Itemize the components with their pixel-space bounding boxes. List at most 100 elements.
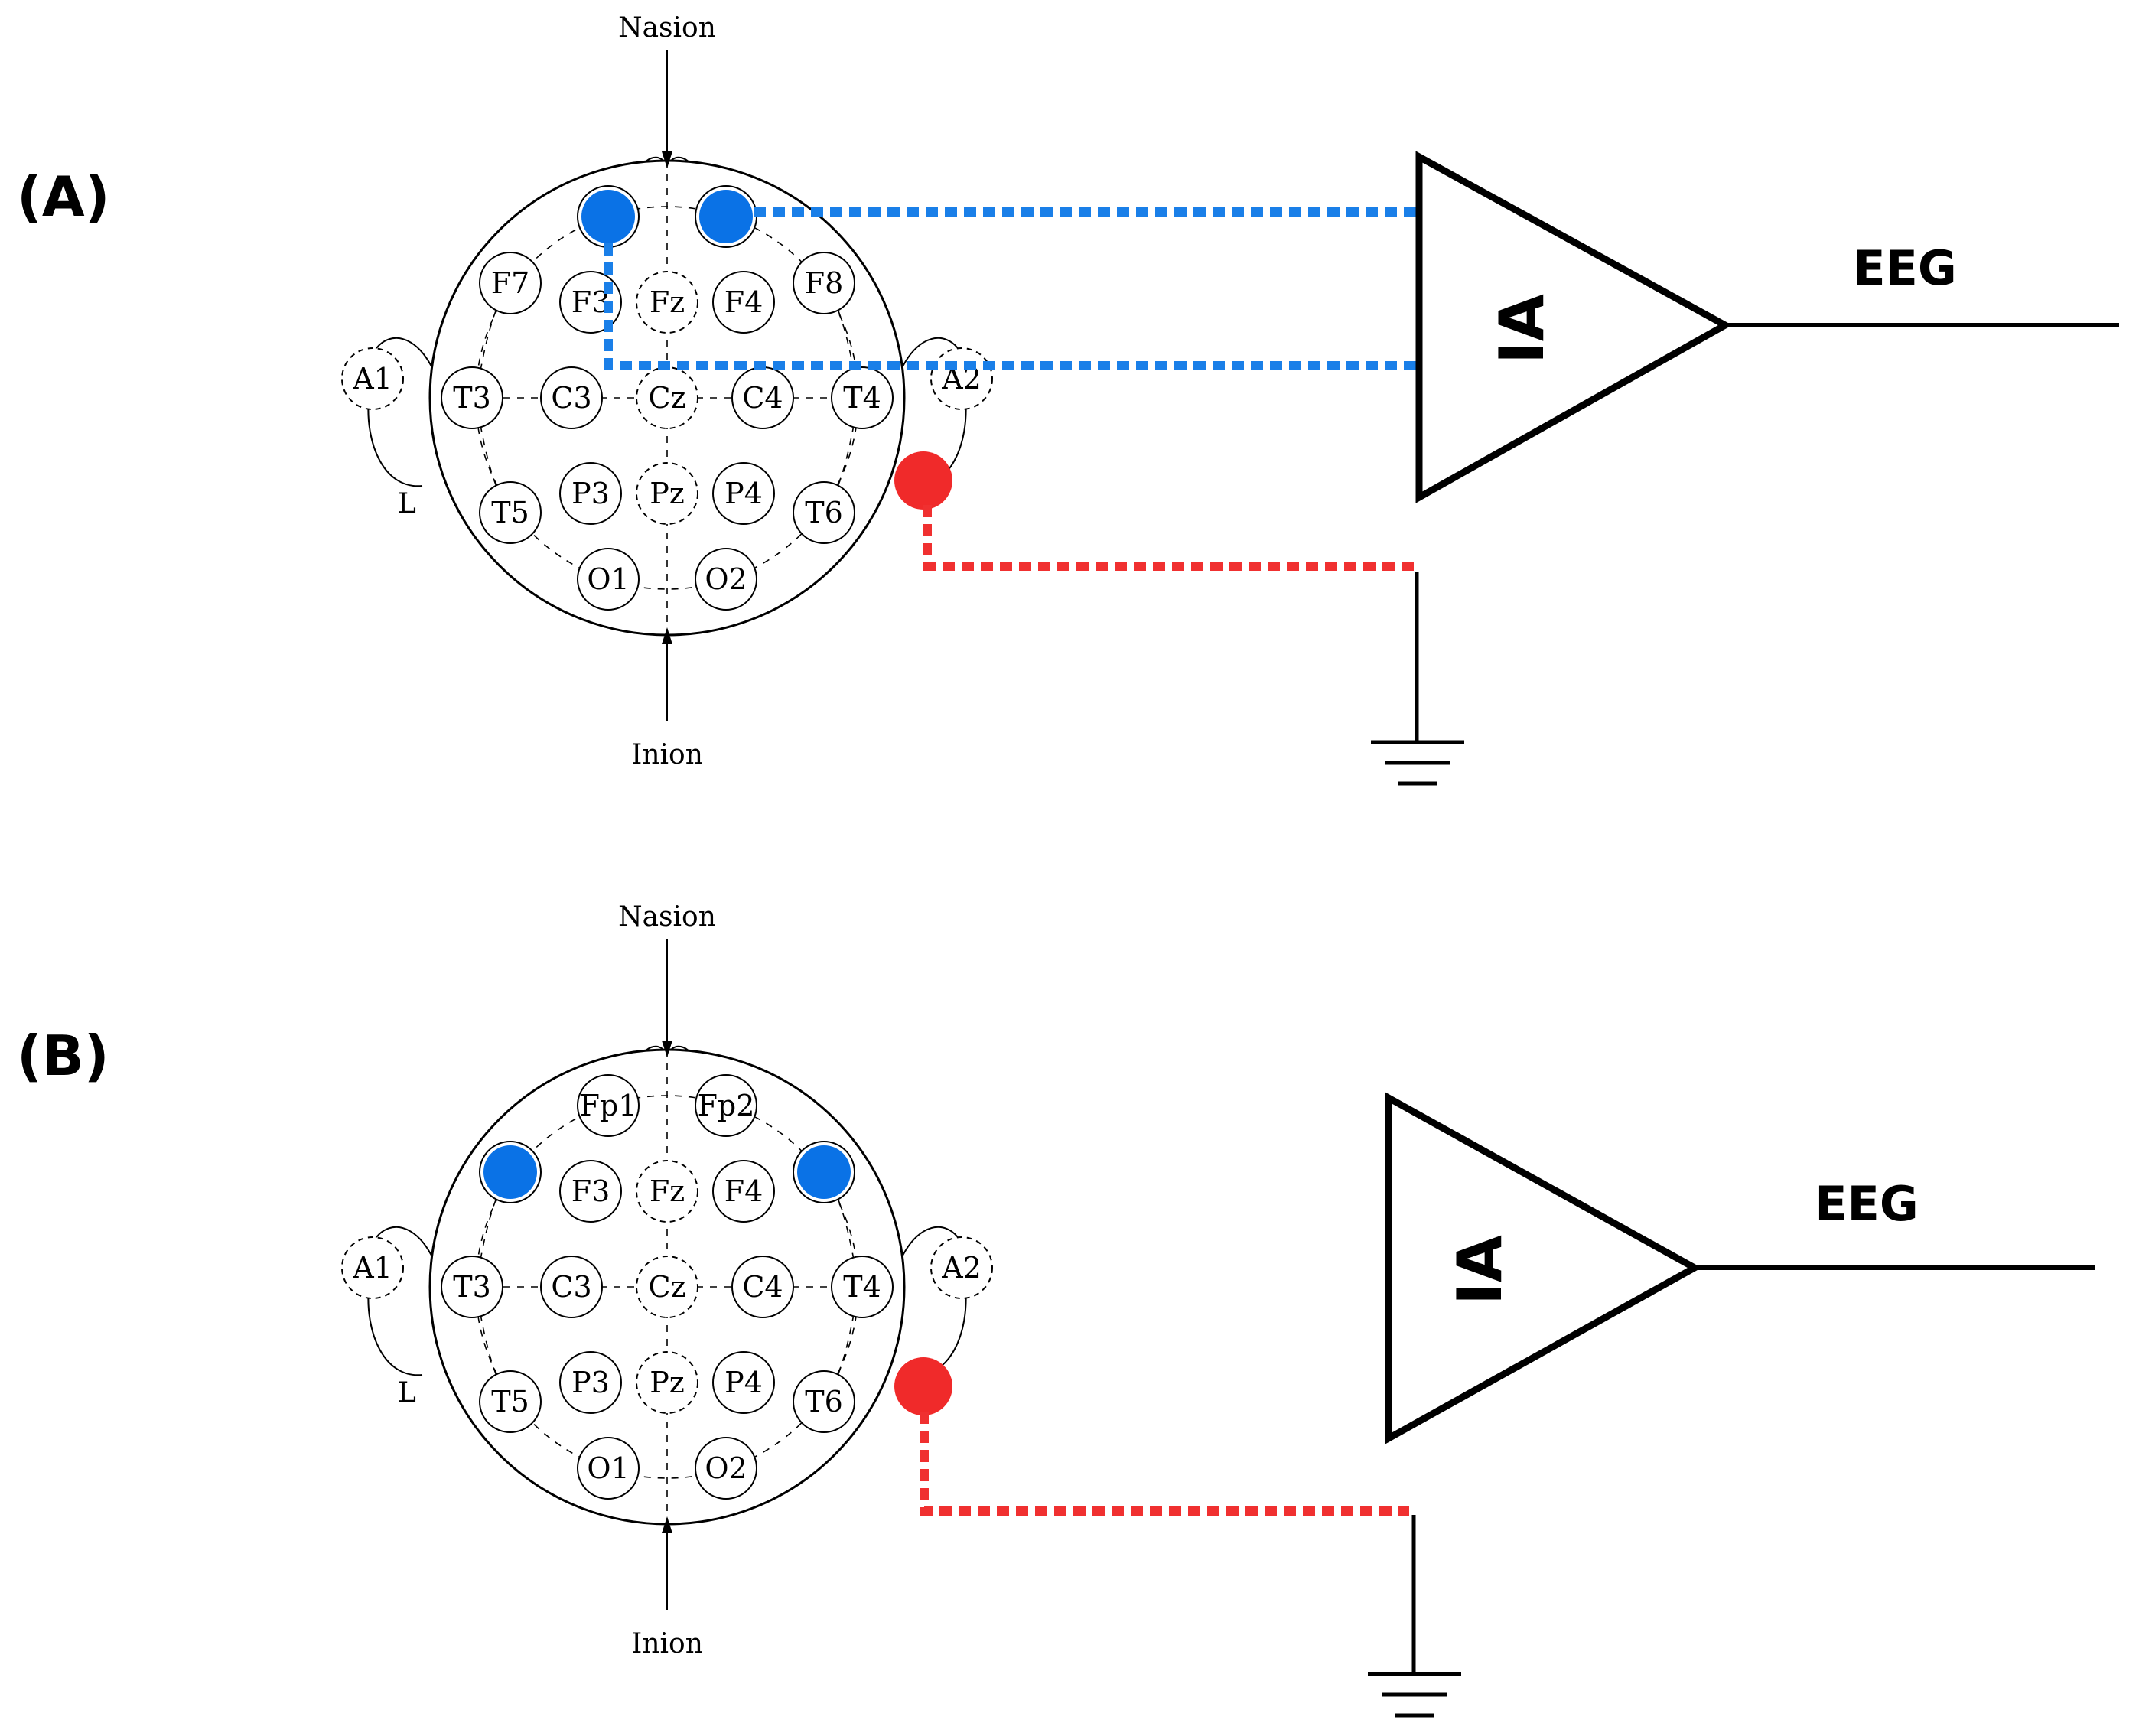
electrode-label: Fp1 bbox=[580, 1089, 637, 1122]
electrode-label: T3 bbox=[453, 381, 491, 415]
active-electrode-f7 bbox=[483, 1145, 537, 1199]
electrode-label: P4 bbox=[724, 1366, 763, 1399]
electrode-label: F8 bbox=[805, 266, 844, 300]
electrode-label: T4 bbox=[843, 1270, 881, 1304]
electrode-t6 bbox=[793, 1370, 855, 1433]
electrode-label: T6 bbox=[805, 1385, 843, 1418]
instrumentation-amplifier bbox=[1415, 151, 1733, 503]
electrode-p3 bbox=[559, 1351, 622, 1414]
electrode-label: F3 bbox=[571, 1174, 610, 1208]
electrode-fp2 bbox=[695, 1074, 757, 1137]
output-label: EEG bbox=[1815, 1176, 1919, 1232]
electrode-label: O1 bbox=[587, 562, 629, 596]
electrode-o1 bbox=[577, 1437, 640, 1500]
inion-label: Inion bbox=[631, 739, 703, 770]
electrode-label: Fz bbox=[650, 285, 685, 319]
electrode-label: C4 bbox=[742, 1270, 783, 1304]
electrode-label: P3 bbox=[571, 1366, 610, 1399]
electrode-label: Cz bbox=[648, 1270, 685, 1304]
electrode-label: C3 bbox=[551, 1270, 591, 1304]
electrode-f4 bbox=[712, 1160, 775, 1223]
electrode-label: T5 bbox=[491, 1385, 529, 1418]
electrode-o1 bbox=[577, 548, 640, 611]
nasion-label: Nasion bbox=[618, 901, 716, 933]
active-electrode-f8 bbox=[797, 1145, 851, 1199]
electrode-t3 bbox=[441, 366, 503, 429]
electrode-f8 bbox=[793, 252, 855, 314]
electrode-label: F3 bbox=[571, 285, 610, 319]
electrode-t5 bbox=[479, 1370, 542, 1433]
electrode-label: O1 bbox=[587, 1451, 629, 1485]
nasion-label: Nasion bbox=[618, 12, 716, 44]
electrode-label: T5 bbox=[491, 496, 529, 529]
electrode-label: A1 bbox=[352, 1251, 392, 1285]
electrode-c3 bbox=[540, 366, 603, 429]
electrode-label: A1 bbox=[352, 362, 392, 396]
electrode-label: Fp2 bbox=[698, 1089, 755, 1122]
electrode-fp1 bbox=[577, 1074, 640, 1137]
electrode-label: Pz bbox=[650, 1366, 685, 1399]
electrode-a1 bbox=[341, 347, 404, 410]
electrode-label: F4 bbox=[724, 285, 763, 319]
panel-label: (B) bbox=[17, 1024, 109, 1088]
ground-symbol bbox=[1368, 1515, 1461, 1718]
electrode-label: C4 bbox=[742, 381, 783, 415]
electrode-cz bbox=[636, 1256, 698, 1318]
ground-symbol bbox=[1371, 572, 1464, 786]
electrode-p4 bbox=[712, 462, 775, 525]
electrode-label: F4 bbox=[724, 1174, 763, 1208]
amplifier-label: IA bbox=[1444, 1235, 1516, 1305]
electrode-fz bbox=[636, 1160, 698, 1223]
electrode-label: T3 bbox=[453, 1270, 491, 1304]
electrode-t4 bbox=[831, 1256, 894, 1318]
electrode-label: O2 bbox=[705, 1451, 747, 1485]
electrode-t5 bbox=[479, 481, 542, 544]
electrode-f3 bbox=[559, 1160, 622, 1223]
electrode-label: T6 bbox=[805, 496, 843, 529]
electrode-label: C3 bbox=[551, 381, 591, 415]
electrode-label: Pz bbox=[650, 477, 685, 510]
electrode-label: O2 bbox=[705, 562, 747, 596]
electrode-a2 bbox=[930, 1236, 993, 1299]
electrode-pz bbox=[636, 462, 698, 525]
inion-label: Inion bbox=[631, 1628, 703, 1659]
reference-electrode bbox=[894, 1357, 952, 1415]
ground-wire bbox=[920, 1412, 1409, 1516]
electrode-c4 bbox=[731, 1256, 794, 1318]
active-electrode-fp2 bbox=[699, 190, 753, 243]
left-side-label: L bbox=[398, 1377, 416, 1409]
ground-wire bbox=[923, 505, 1414, 571]
electrode-fz bbox=[636, 271, 698, 334]
electrode-o2 bbox=[695, 1437, 757, 1500]
electrode-label: F7 bbox=[491, 266, 530, 300]
electrode-label: Cz bbox=[648, 381, 685, 415]
electrode-t4 bbox=[831, 366, 894, 429]
electrode-f7 bbox=[479, 252, 542, 314]
signal-wire-2 bbox=[604, 243, 1419, 370]
electrode-pz bbox=[636, 1351, 698, 1414]
output-label: EEG bbox=[1853, 240, 1957, 296]
electrode-c3 bbox=[540, 1256, 603, 1318]
electrode-f4 bbox=[712, 271, 775, 334]
electrode-t6 bbox=[793, 481, 855, 544]
panel-label: (A) bbox=[17, 164, 110, 229]
electrode-p3 bbox=[559, 462, 622, 525]
amplifier-label: IA bbox=[1486, 294, 1558, 364]
reference-electrode bbox=[894, 451, 952, 510]
electrode-p4 bbox=[712, 1351, 775, 1414]
electrode-o2 bbox=[695, 548, 757, 611]
electrode-label: A2 bbox=[941, 1251, 982, 1285]
electrode-label: T4 bbox=[843, 381, 881, 415]
left-side-label: L bbox=[398, 488, 416, 519]
active-electrode-fp1 bbox=[581, 190, 635, 243]
electrode-label: P4 bbox=[724, 477, 763, 510]
electrode-label: Fz bbox=[650, 1174, 685, 1208]
instrumentation-amplifier bbox=[1385, 1092, 1702, 1444]
electrode-a1 bbox=[341, 1236, 404, 1299]
electrode-t3 bbox=[441, 1256, 503, 1318]
